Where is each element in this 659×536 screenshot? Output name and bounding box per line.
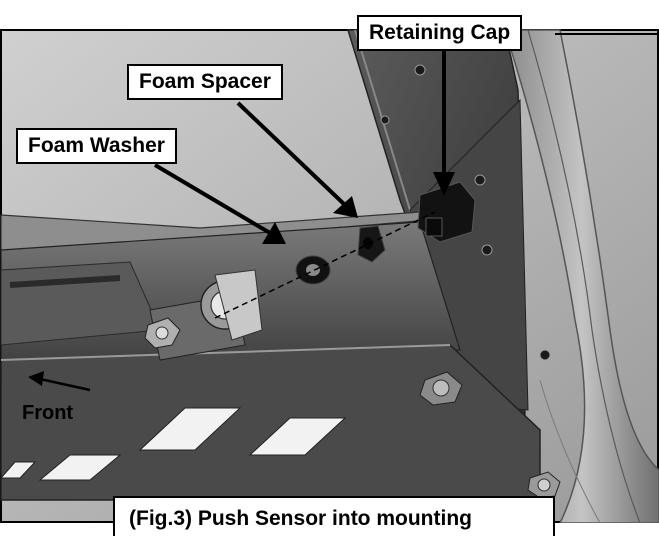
plate-hole [380, 115, 390, 125]
retaining-cap-part [417, 181, 476, 243]
plate-hole [481, 244, 493, 256]
skid-slot [248, 417, 347, 456]
foam-spacer-part [357, 225, 386, 263]
bracket-nut-bottom [527, 471, 561, 499]
sensor-mount [144, 269, 263, 361]
side-rail-inner-line-2 [539, 379, 601, 523]
front-direction-arrow [28, 371, 91, 392]
front-direction-label: Front [22, 402, 74, 424]
alignment-axis [214, 211, 436, 319]
plate-hole [474, 174, 486, 186]
retaining-cap-arrow [433, 48, 455, 196]
skid-slot [138, 407, 242, 451]
skid-plate-edge [0, 344, 451, 361]
foam-spacer-callout: Foam Spacer [127, 64, 283, 100]
skid-slot [38, 454, 122, 481]
figure-caption: (Fig.3) Push Sensor into mounting [113, 496, 555, 536]
assembly-illustration [0, 29, 659, 523]
side-rail-inner-line [527, 29, 641, 523]
foam-spacer-arrow [236, 101, 358, 218]
skid-slot [0, 461, 37, 479]
plate-hole [539, 349, 551, 361]
foam-washer-arrow [153, 163, 286, 244]
plate-hole [414, 64, 426, 76]
retaining-cap-callout: Retaining Cap [357, 15, 523, 51]
nut-bolt [419, 371, 463, 406]
foam-washer-callout: Foam Washer [16, 128, 177, 164]
channel-slot [9, 275, 121, 288]
foam-washer-part [295, 255, 331, 285]
